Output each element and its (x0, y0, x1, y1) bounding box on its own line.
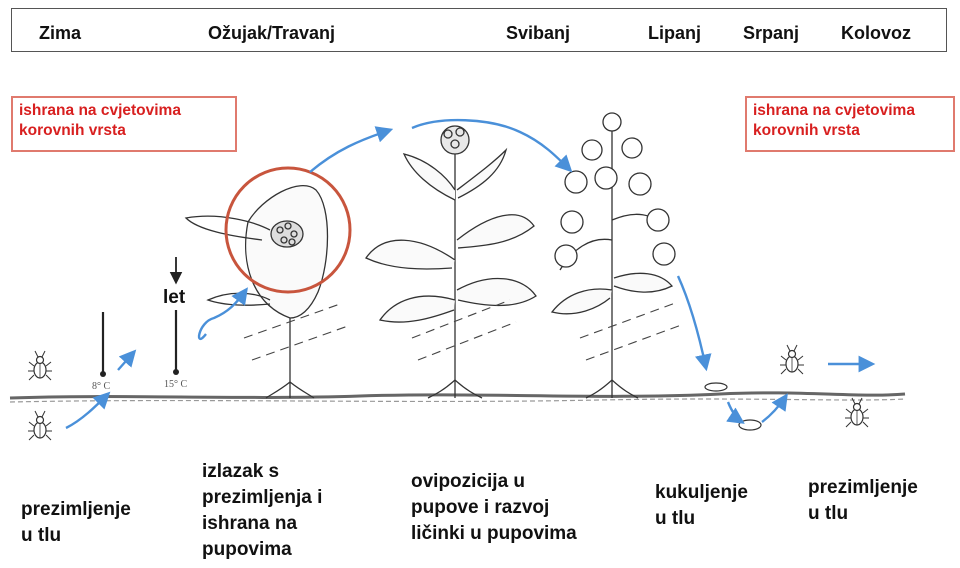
stage-caption-oviposition: ovipozicija u pupove i razvoj ličinki u … (411, 469, 577, 547)
beetle-icon (28, 411, 52, 440)
stage-line: u tlu (21, 523, 131, 549)
stage-line: pupove i razvoj (411, 495, 577, 521)
soil-ground (10, 393, 905, 402)
stage-line: u tlu (655, 506, 748, 532)
feeding-text-line: korovnih vrsta (19, 121, 229, 141)
stage-line: ličinki u pupovima (411, 521, 577, 547)
stage-caption-overwintering-2: prezimljenje u tlu (808, 475, 918, 527)
flight-label: let (163, 287, 185, 309)
thermometer-15c: 15° C (164, 310, 187, 390)
beetle-icon (28, 351, 52, 380)
beetle-icon (845, 398, 869, 427)
stem-cut-marks (580, 302, 684, 360)
rapeseed-flowering-plant (552, 113, 675, 398)
beetle-icon (780, 345, 804, 374)
stage-line: izlazak s (202, 459, 322, 485)
stage-line: u tlu (808, 501, 918, 527)
feeding-text-line: korovnih vrsta (753, 121, 947, 141)
feeding-box-right: ishrana na cvjetovima korovnih vrsta (745, 96, 955, 152)
svg-text:15° C: 15° C (164, 379, 187, 390)
thermometer-8c: 8° C (92, 312, 110, 392)
pupa-cocoon (705, 383, 727, 391)
stage-line: pupovima (202, 537, 322, 563)
feeding-text-line: ishrana na cvjetovima (753, 101, 947, 121)
stage-caption-pupation: kukuljenje u tlu (655, 480, 748, 532)
stage-caption-overwintering: prezimljenje u tlu (21, 497, 131, 549)
stage-caption-emergence: izlazak s prezimljenja i ishrana na pupo… (202, 459, 322, 563)
stage-line: prezimljenje (808, 475, 918, 501)
stage-line: prezimljenja i (202, 485, 322, 511)
feeding-text-line: ishrana na cvjetovima (19, 101, 229, 121)
rapeseed-bud-plant (186, 186, 328, 398)
stage-line: kukuljenje (655, 480, 748, 506)
stage-line: prezimljenje (21, 497, 131, 523)
stage-line: ishrana na (202, 511, 322, 537)
rapeseed-budding-plant (366, 126, 536, 398)
stage-line: ovipozicija u (411, 469, 577, 495)
svg-text:8° C: 8° C (92, 381, 110, 392)
feeding-box-left: ishrana na cvjetovima korovnih vrsta (11, 96, 237, 152)
